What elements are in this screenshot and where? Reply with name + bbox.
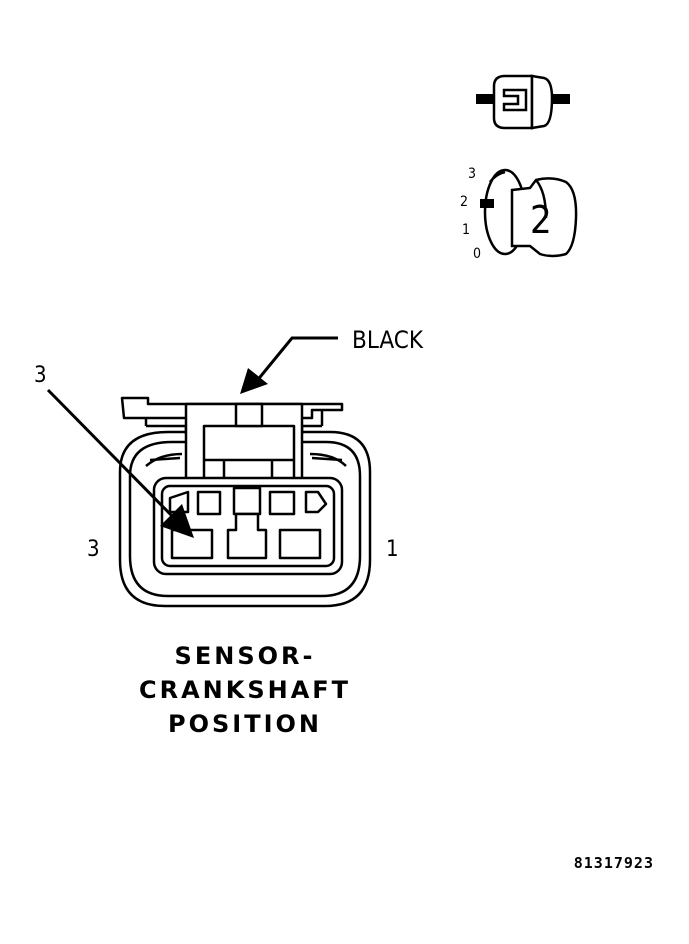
wire-color-label: BLACK (352, 326, 424, 354)
key-icon: 3 2 1 0 2 (460, 166, 578, 262)
scale-label-3: 3 (468, 166, 476, 182)
title-line-3: POSITION (168, 710, 322, 738)
key-number: 2 (530, 198, 552, 242)
component-title: SENSOR- CRANKSHAFT POSITION (139, 642, 351, 738)
connector-body (118, 396, 372, 608)
title-line-1: SENSOR- (175, 642, 316, 670)
pin-right-label: 1 (386, 537, 399, 562)
title-line-2: CRANKSHAFT (139, 676, 351, 704)
scale-label-2: 2 (460, 194, 468, 210)
callout-label: 3 (34, 363, 47, 388)
terminal-icon (476, 74, 570, 130)
reference-number: 81317923 (574, 854, 654, 872)
scale-label-1: 1 (462, 222, 470, 238)
wire-color-leader (240, 336, 338, 394)
scale-label-0: 0 (473, 246, 481, 262)
pin-left-label: 3 (87, 537, 100, 562)
cavity-3-leader (46, 388, 194, 538)
